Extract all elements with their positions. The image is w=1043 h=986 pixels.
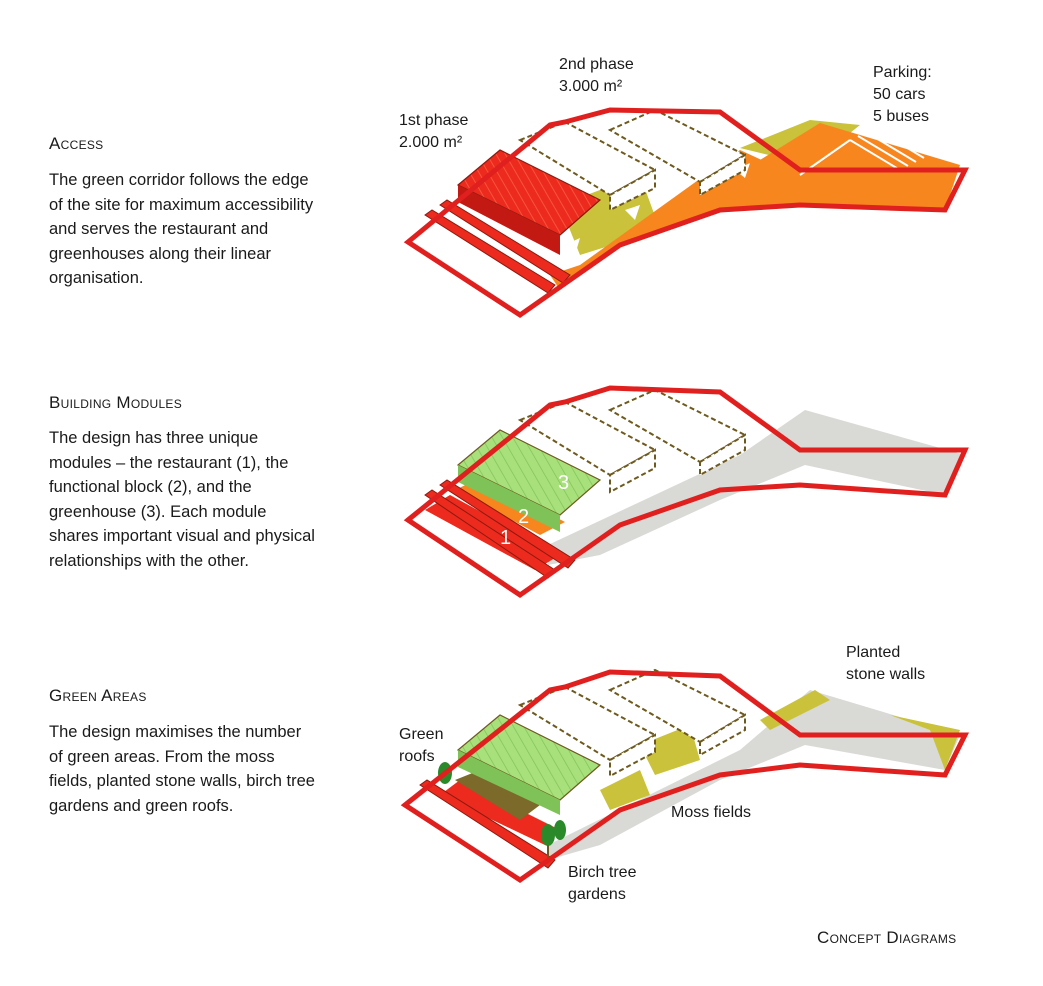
future-modules — [517, 668, 748, 778]
site-walls — [424, 479, 576, 579]
moss-field — [640, 725, 700, 775]
module-greenhouse-side — [458, 465, 560, 532]
green-roof-side — [458, 750, 560, 815]
site-outline — [403, 385, 969, 599]
access-diagram — [403, 107, 970, 319]
moss-fields-label: Moss fields — [671, 804, 752, 821]
phase2-modules — [517, 108, 748, 212]
green-areas-heading: Green Areas — [49, 686, 147, 705]
green-roof-shadow — [455, 770, 540, 820]
site-outline — [403, 107, 970, 319]
access-arrow — [625, 205, 640, 220]
restaurant-floor — [440, 780, 560, 845]
module-2-number: 2 — [518, 506, 530, 528]
future-modules — [517, 388, 748, 494]
building-modules-heading: Building Modules — [49, 393, 183, 412]
planted-stone-wall — [890, 715, 960, 770]
modules-diagram — [403, 385, 969, 599]
parking-area — [760, 123, 960, 210]
module-3-number: 3 — [558, 472, 570, 494]
site-outline — [400, 669, 970, 884]
concept-diagrams-caption: Concept Diagrams — [817, 928, 957, 947]
moss-field — [600, 770, 650, 810]
site-walls — [424, 199, 571, 294]
access-heading: Access — [49, 134, 104, 153]
green-areas-diagram — [400, 668, 970, 884]
green-areas-description: The design maximises the number of green… — [49, 723, 315, 815]
access-description: The green corridor follows the edge of t… — [49, 171, 314, 288]
site-walls — [419, 779, 556, 869]
building-modules-description: The design has three unique modules – th… — [49, 429, 315, 570]
module-1-number: 1 — [500, 527, 512, 549]
phase1-building-side — [458, 185, 560, 255]
access-arrow — [565, 238, 580, 255]
